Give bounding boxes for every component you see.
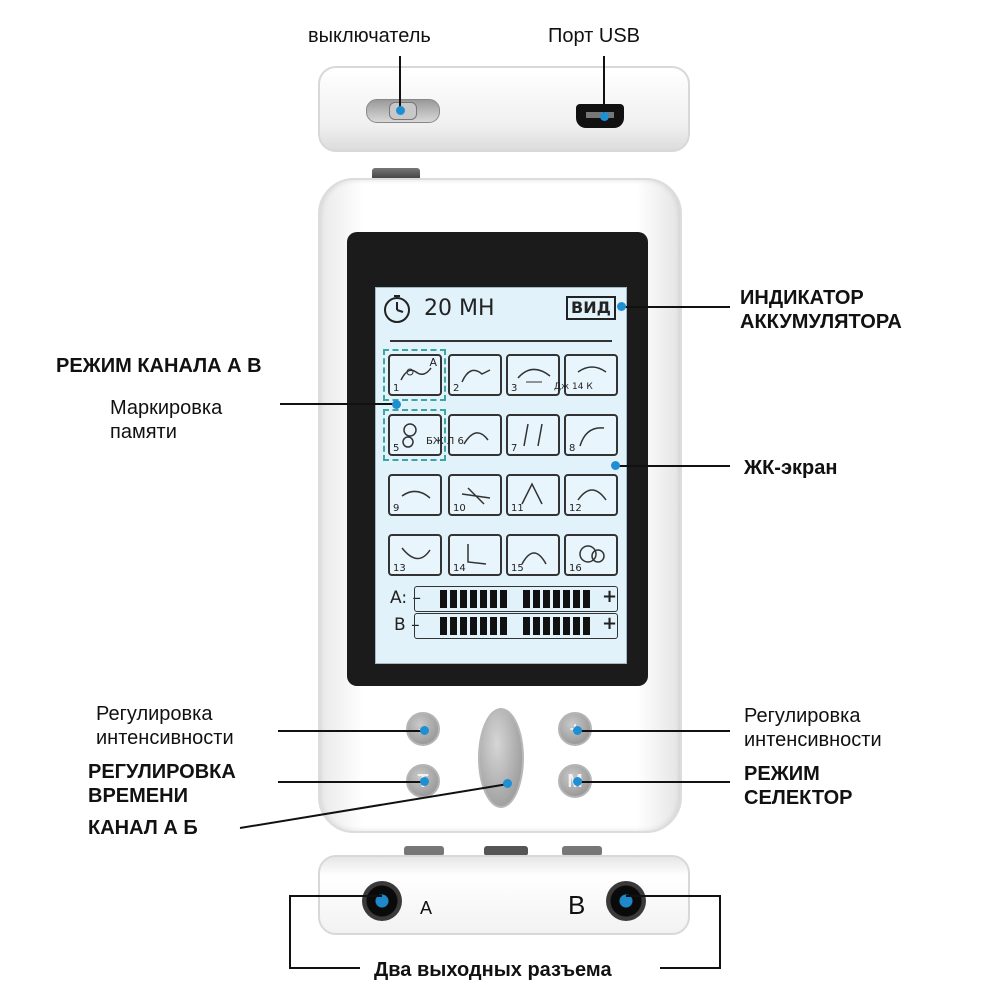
channel-a-plus: + <box>602 586 618 607</box>
power-switch-dot <box>396 106 405 115</box>
channel-ab-button[interactable] <box>478 708 524 808</box>
program-cell-16[interactable]: 16 <box>564 534 618 576</box>
channel-a-marker: A <box>429 356 437 369</box>
program-cell-9[interactable]: 9 <box>388 474 442 516</box>
program-cell-3[interactable]: 3 <box>506 354 560 396</box>
lcd-screen-label: ЖК-экран <box>744 457 838 479</box>
program-cell-12[interactable]: 12 <box>564 474 618 516</box>
intensity-right-label: Регулировка интенсивности <box>744 705 882 751</box>
program-cell-7[interactable]: 7 <box>506 414 560 456</box>
clock-icon <box>384 295 410 323</box>
program-cell-1[interactable]: A 1 <box>388 354 442 396</box>
power-switch-label: выключатель <box>308 25 431 47</box>
time-dot <box>420 777 429 786</box>
lcd-divider <box>390 340 612 342</box>
program-cell-5[interactable]: 5 <box>388 414 442 456</box>
output-jack-b[interactable] <box>606 881 646 921</box>
program-cell-2[interactable]: 2 <box>448 354 502 396</box>
program-cell-4[interactable]: Дж 14 К <box>554 354 618 396</box>
channel-mode-label: РЕЖИМ КАНАЛА А В <box>56 355 262 377</box>
plus-dot <box>573 726 582 735</box>
channel-b-row-label: B – <box>394 615 420 635</box>
jack-b-label: B <box>568 890 586 920</box>
lcd-battery: ВИД <box>566 296 616 320</box>
lcd-screen[interactable]: 20 МН ВИД A 1 2 3 Дж 14 К 5 БЖ Л 6 <box>375 287 627 664</box>
mode-dot <box>573 777 582 786</box>
usb-port-label: Порт USB <box>548 25 641 47</box>
program-cell-11[interactable]: 11 <box>506 474 560 516</box>
memory-mark-label: Маркировка памяти <box>110 397 223 443</box>
program-cell-10[interactable]: 10 <box>448 474 502 516</box>
bar-frame-b <box>414 613 618 639</box>
memory-marker-box-a <box>383 349 446 401</box>
mode-selector-label: РЕЖИМ СЕЛЕКТОР <box>744 763 853 809</box>
channel-a-row-label: A: – <box>390 588 421 608</box>
channel-b-plus: + <box>602 613 618 634</box>
intensity-left-label: Регулировка интенсивности <box>96 703 234 749</box>
program-cell-15[interactable]: 15 <box>506 534 560 576</box>
cell-3-annotation: Дж 14 К <box>554 382 593 392</box>
bar-frame-a <box>414 586 618 612</box>
usb-port-dot <box>600 112 609 121</box>
battery-dot <box>617 302 626 311</box>
memory-marker-box-b <box>383 409 446 461</box>
lcd-dot <box>611 461 620 470</box>
program-cell-8[interactable]: 8 <box>564 414 618 456</box>
channel-b-intensity-bar <box>440 617 590 635</box>
program-cell-14[interactable]: 14 <box>448 534 502 576</box>
minus-dot <box>420 726 429 735</box>
channel-ab-label: КАНАЛ А Б <box>88 817 198 839</box>
channel-dot <box>503 779 512 788</box>
time-adjust-label: РЕГУЛИРОВКА ВРЕМЕНИ <box>88 761 236 807</box>
memory-dot <box>392 400 401 409</box>
bottom-connectors <box>404 846 604 858</box>
output-jack-a[interactable] <box>362 881 402 921</box>
program-cell-13[interactable]: 13 <box>388 534 442 576</box>
lcd-timer: 20 МН <box>424 296 495 321</box>
battery-indicator-label: ИНДИКАТОР АККУМУЛЯТОРА <box>740 287 902 333</box>
jack-a-label: A <box>420 898 433 918</box>
channel-a-intensity-bar <box>440 590 590 608</box>
output-jacks-label: Два выходных разъема <box>374 959 612 981</box>
power-switch[interactable] <box>366 99 440 123</box>
